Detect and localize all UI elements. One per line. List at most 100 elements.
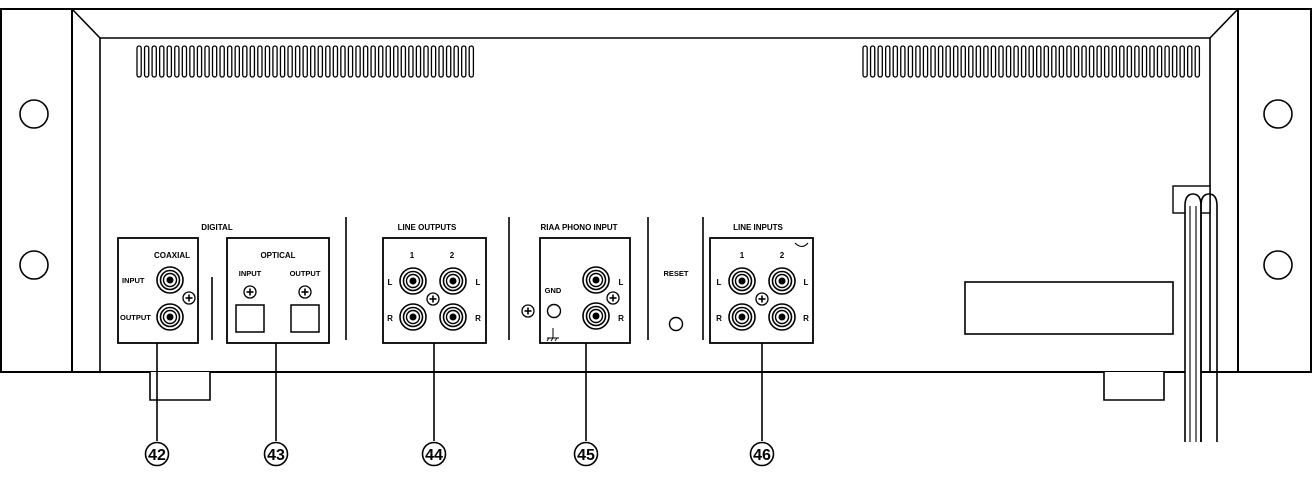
- reset-button-icon: [668, 316, 684, 332]
- vent-slot: [340, 45, 346, 78]
- vent-slot: [1088, 45, 1095, 78]
- callout-45: 45: [573, 441, 599, 467]
- left-rack-ear: [0, 8, 73, 373]
- vent-slot: [294, 45, 301, 78]
- vent-slot: [408, 45, 414, 78]
- phono-l-jack-icon: [582, 266, 610, 294]
- vent-slot: [1005, 45, 1012, 78]
- vent-slot: [438, 45, 444, 78]
- label-plate: [964, 281, 1174, 335]
- vent-slot: [468, 45, 475, 78]
- vent-slot: [1149, 45, 1155, 78]
- coaxial-output-jack-icon: [156, 303, 184, 331]
- line-inputs-1-label: 1: [740, 251, 745, 260]
- vent-slot: [453, 45, 459, 78]
- line-outputs-l-right-label: L: [476, 278, 481, 287]
- svg-text:45: 45: [577, 447, 595, 464]
- vent-slot: [892, 45, 899, 78]
- vent-slot: [1156, 45, 1163, 78]
- line-inputs-l-right-label: L: [804, 278, 809, 287]
- vent-slot: [1103, 45, 1110, 78]
- line-outputs-r-right-label: R: [475, 314, 481, 323]
- vent-slot: [922, 45, 929, 78]
- vent-slot: [1134, 45, 1140, 78]
- vent-slot: [1058, 45, 1065, 78]
- vent-slot: [234, 45, 240, 78]
- vent-slot: [460, 45, 467, 78]
- phono-screw-icon: [606, 291, 620, 305]
- vent-slot: [1096, 45, 1102, 78]
- coaxial-screw-icon: [182, 291, 196, 305]
- line-inputs-r-left-label: R: [716, 314, 722, 323]
- vent-slot: [415, 45, 422, 78]
- left-mount-hole-top-icon: [19, 99, 49, 129]
- vent-slot: [385, 45, 391, 78]
- vent-slot: [998, 45, 1004, 78]
- vent-slot: [1081, 45, 1087, 78]
- vent-slot: [1179, 45, 1185, 78]
- svg-text:44: 44: [425, 447, 443, 464]
- vent-slot: [1073, 45, 1080, 78]
- phono-r-jack-icon: [582, 302, 610, 330]
- vent-slot: [219, 45, 225, 78]
- vent-slot: [264, 45, 271, 78]
- vent-slot: [915, 45, 921, 78]
- optical-output-screw-icon: [298, 285, 312, 299]
- vent-slot: [166, 45, 173, 78]
- line-inputs-r-right-label: R: [803, 314, 809, 323]
- vent-slot: [1194, 45, 1201, 78]
- callout-43: 43: [263, 441, 289, 467]
- svg-text:46: 46: [753, 447, 771, 464]
- vent-slot: [136, 45, 142, 78]
- optical-panel: OPTICAL INPUT OUTPUT: [226, 237, 330, 344]
- callout-42: 42: [144, 441, 170, 467]
- vent-slot: [983, 45, 989, 78]
- vent-slot: [362, 45, 369, 78]
- vent-slot: [242, 45, 248, 78]
- line-out-2-l-jack-icon: [439, 267, 467, 295]
- coaxial-panel: COAXIAL INPUT OUTPUT: [117, 237, 199, 344]
- line-in-1-l-jack-icon: [728, 267, 756, 295]
- line-outputs-l-left-label: L: [388, 278, 393, 287]
- vent-slot: [257, 45, 263, 78]
- optical-label: OPTICAL: [260, 251, 295, 260]
- vent-slot: [309, 45, 316, 78]
- gnd-terminal-icon: [546, 303, 562, 319]
- vent-slot: [885, 45, 891, 78]
- line-in-2-l-jack-icon: [768, 267, 796, 295]
- left-vent-slots: [136, 45, 475, 78]
- vent-slot: [1013, 45, 1019, 78]
- line-outputs-panel: 1 2 L L R R: [382, 237, 487, 344]
- vent-slot: [1119, 45, 1125, 78]
- ground-symbol-icon: [546, 328, 559, 342]
- coaxial-output-label: OUTPUT: [120, 313, 151, 322]
- vent-slot: [325, 45, 331, 78]
- vent-slot: [347, 45, 354, 78]
- vent-slot: [158, 45, 165, 78]
- coaxial-label: COAXIAL: [154, 251, 190, 260]
- power-cable: [1172, 185, 1218, 442]
- left-mount-hole-bottom-icon: [19, 250, 49, 280]
- vent-slot: [279, 45, 286, 78]
- line-outputs-section-label: LINE OUTPUTS: [398, 223, 457, 232]
- vent-slot: [1126, 45, 1133, 78]
- callout-leaders: [156, 343, 763, 441]
- line-inputs-panel: 1 2 L L R R: [709, 237, 814, 344]
- line-out-1-r-jack-icon: [399, 303, 427, 331]
- riaa-phono-input-section-label: RIAA PHONO INPUT: [540, 223, 617, 232]
- vent-slot: [1171, 45, 1178, 78]
- line-outputs-1-label: 1: [410, 251, 415, 260]
- vent-slot: [877, 45, 883, 78]
- vent-slot: [990, 45, 997, 78]
- vent-slot: [869, 45, 876, 78]
- line-in-2-r-jack-icon: [768, 303, 796, 331]
- vent-slot: [900, 45, 906, 78]
- vent-slot: [1051, 45, 1057, 78]
- optical-output-port-icon: [290, 304, 320, 333]
- vent-slot: [370, 45, 376, 78]
- vent-slot: [249, 45, 256, 78]
- vent-slot: [1141, 45, 1148, 78]
- gnd-label: GND: [545, 286, 562, 295]
- vent-slot: [1043, 45, 1050, 78]
- vent-slot: [937, 45, 944, 78]
